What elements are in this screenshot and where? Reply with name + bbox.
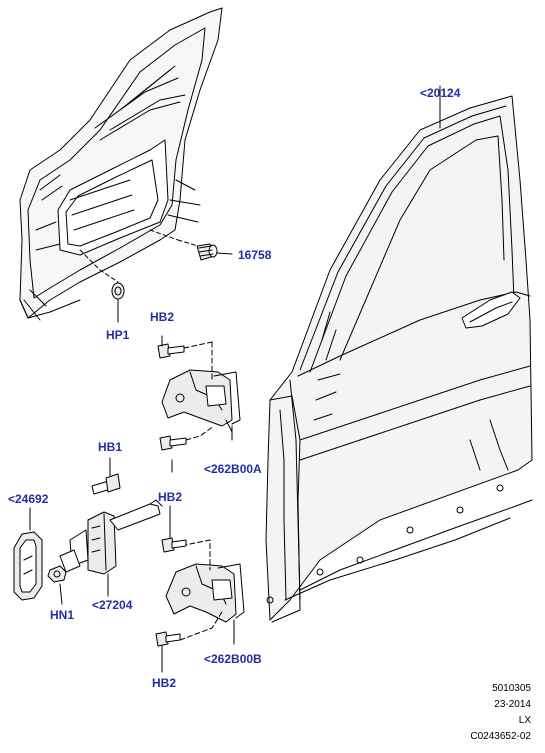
plug-hp1 xyxy=(111,282,125,323)
bolt-hb2-mid xyxy=(159,425,215,473)
upper-hinge xyxy=(161,369,241,441)
label-hinge-bolt-top: HB2 xyxy=(150,310,175,324)
door-check xyxy=(59,499,163,597)
label-door-check: <27204 xyxy=(92,598,133,612)
label-upper-hinge: <262B00A xyxy=(204,462,262,476)
label-check-nut: HN1 xyxy=(50,608,75,622)
label-door-shell: <20124 xyxy=(420,86,461,100)
lower-hinge xyxy=(165,539,245,645)
label-check-cover: <24692 xyxy=(8,492,49,506)
door-shell xyxy=(265,85,533,623)
plug-16758 xyxy=(196,243,233,261)
illustration-number: 5010305 xyxy=(492,683,531,694)
label-hinge-bolt-bottom: HB2 xyxy=(152,676,177,690)
drawing-reference: C0243652-02 xyxy=(470,731,531,742)
nut-hn1 xyxy=(47,565,67,605)
bolt-hb2-lower xyxy=(161,505,187,553)
bolt-hb1 xyxy=(91,457,121,495)
label-check-bolt: HB1 xyxy=(98,440,123,454)
illustration-date: 23-2014 xyxy=(494,699,531,710)
bolt-hb2-top xyxy=(157,335,213,381)
bolt-hb2-bottom xyxy=(155,631,181,673)
label-hinge-bolt-mid: HB2 xyxy=(158,490,183,504)
model-code: LX xyxy=(518,715,531,726)
body-side-aperture xyxy=(19,7,223,321)
check-cover xyxy=(13,507,43,601)
label-plug-16758: 16758 xyxy=(238,248,272,262)
label-plug-hp1: HP1 xyxy=(106,328,130,342)
label-lower-hinge: <262B00B xyxy=(204,652,262,666)
